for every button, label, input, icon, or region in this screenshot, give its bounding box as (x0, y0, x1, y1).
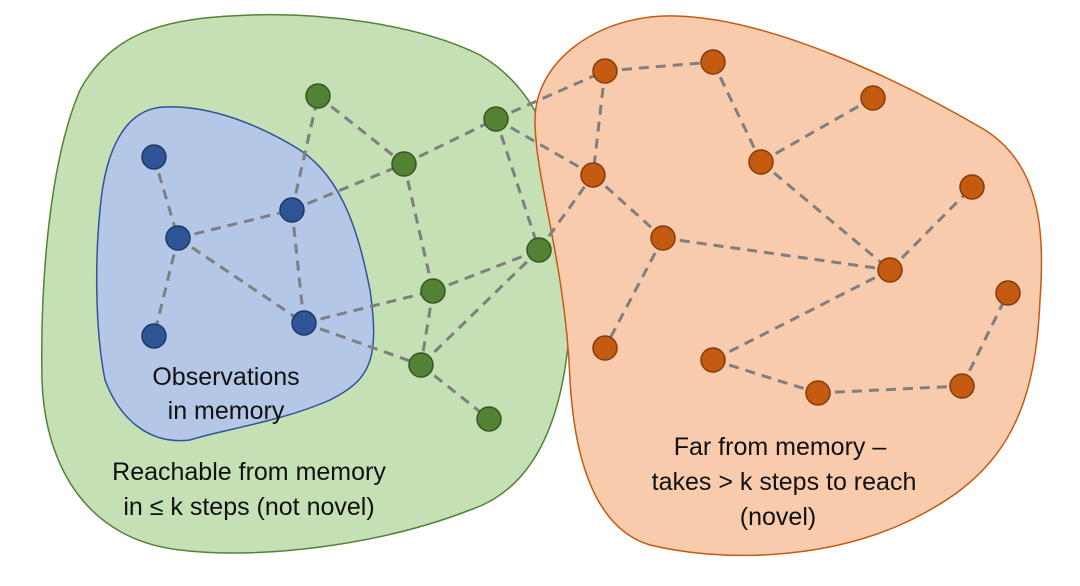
novel-node-o6 (650, 225, 676, 251)
edge-g1-g2 (317, 94, 405, 166)
novel-node-o4 (748, 149, 774, 175)
novel-node-o5 (860, 85, 886, 111)
novel-node-o8 (877, 257, 903, 283)
reachable-label-line-2: in ≤ k steps (not novel) (123, 493, 374, 521)
edge-g3-o1 (495, 69, 606, 121)
reachable-node-g2 (391, 151, 417, 177)
memory-region (95, 106, 375, 442)
memory-label-line-2: in memory (168, 397, 285, 425)
novel-node-o9 (959, 174, 985, 200)
edge-b2-g2 (291, 162, 405, 212)
edge-b5-g6 (303, 321, 422, 367)
edges-layer (152, 60, 1010, 421)
edge-b5-g4 (303, 289, 434, 325)
edge-g4-g6 (419, 290, 435, 366)
novel-label-line-3: (novel) (740, 503, 816, 531)
reachable-node-g6 (408, 352, 434, 378)
memory-node-b1 (141, 144, 167, 170)
edge-o11-o12 (817, 384, 963, 395)
memory-node-b2 (279, 197, 305, 223)
memory-node-b4 (141, 323, 167, 349)
reachable-node-g3 (483, 106, 509, 132)
edge-b3-b2 (177, 208, 293, 240)
reachable-node-g7 (476, 406, 502, 432)
novel-node-o7 (592, 335, 618, 361)
novel-node-o10 (700, 347, 726, 373)
reachable-node-g5 (526, 237, 552, 263)
memory-node-b5 (291, 310, 317, 336)
edge-g4-g5 (432, 248, 540, 293)
edge-g5-g6 (419, 248, 541, 367)
edge-g6-g7 (420, 363, 490, 421)
reachable-label-line-1: Reachable from memory (112, 458, 386, 486)
reachable-node-g4 (420, 278, 446, 304)
edge-o1-o2 (591, 70, 607, 176)
nodes-layer (141, 49, 1021, 432)
memory-node-b3 (165, 225, 191, 251)
novel-node-o12 (949, 373, 975, 399)
edge-b2-g1 (290, 95, 320, 211)
edge-o6-o7 (603, 237, 665, 349)
edge-b2-b5 (290, 209, 306, 324)
edge-g3-o2 (495, 117, 594, 177)
edge-g5-o2 (537, 174, 595, 251)
edge-o1-o3 (604, 60, 714, 73)
edge-g3-g5 (494, 118, 541, 251)
edge-o12-o13 (960, 292, 1010, 387)
novel-node-o1 (592, 58, 618, 84)
edge-b1-b3 (152, 156, 180, 239)
edge-g2-g3 (403, 117, 497, 166)
novel-label-line-2: takes > k steps to reach (652, 468, 917, 496)
edge-o4-o5 (760, 96, 874, 164)
novel-node-o2 (580, 162, 606, 188)
novel-region (534, 15, 1043, 557)
novel-label-line-1: Far from memory – (674, 433, 887, 461)
novel-node-o13 (995, 280, 1021, 306)
edge-o10-o11 (712, 358, 819, 395)
edge-o4-o8 (760, 160, 891, 272)
edge-o6-o8 (662, 236, 891, 272)
novel-node-o11 (805, 380, 831, 406)
edge-g2-g4 (402, 163, 435, 292)
edge-o3-o4 (711, 61, 763, 163)
memory-label-line-1: Observations (152, 363, 299, 391)
reachable-node-g1 (305, 83, 331, 109)
edge-o8-o9 (888, 185, 974, 272)
edge-b3-b5 (177, 236, 305, 325)
novel-node-o3 (700, 49, 726, 75)
